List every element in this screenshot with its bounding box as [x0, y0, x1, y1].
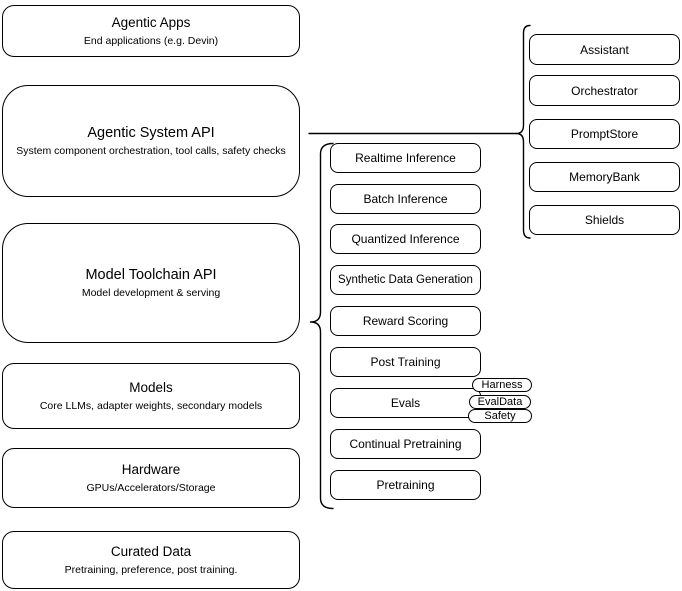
node-label: MemoryBank — [569, 170, 640, 184]
node-subtitle: Core LLMs, adapter weights, secondary mo… — [39, 399, 263, 412]
node-subtitle: GPUs/Accelerators/Storage — [86, 481, 216, 494]
node-assistant[interactable]: Assistant — [529, 34, 680, 65]
tag-label: Harness — [481, 379, 523, 391]
node-label: Evals — [390, 396, 421, 410]
brace-system-components-group — [515, 24, 531, 239]
node-post-training[interactable]: Post Training — [330, 347, 481, 377]
node-curated-data[interactable]: Curated Data Pretraining, preference, po… — [2, 531, 300, 589]
node-agentic-system-api[interactable]: Agentic System API System component orch… — [2, 85, 300, 197]
node-promptstore[interactable]: PromptStore — [529, 119, 680, 149]
node-label: Synthetic Data Generation — [338, 274, 473, 286]
node-label: Batch Inference — [363, 192, 448, 206]
node-continual-pretraining[interactable]: Continual Pretraining — [330, 429, 481, 459]
node-model-toolchain-api[interactable]: Model Toolchain API Model development & … — [2, 223, 300, 343]
node-subtitle: End applications (e.g. Devin) — [83, 34, 219, 47]
node-hardware[interactable]: Hardware GPUs/Accelerators/Storage — [2, 448, 300, 508]
tag-harness[interactable]: Harness — [472, 378, 532, 392]
node-subtitle: Model development & serving — [81, 287, 221, 300]
tag-safety[interactable]: Safety — [468, 409, 532, 423]
node-title: Hardware — [121, 462, 181, 478]
node-subtitle: Pretraining, preference, post training. — [64, 563, 238, 576]
node-title: Agentic Apps — [111, 15, 191, 31]
node-label: Quantized Inference — [351, 232, 460, 246]
node-models[interactable]: Models Core LLMs, adapter weights, secon… — [2, 363, 300, 429]
node-pretraining[interactable]: Pretraining — [330, 470, 481, 500]
node-synthetic-data-generation[interactable]: Synthetic Data Generation — [330, 265, 481, 295]
node-quantized-inference[interactable]: Quantized Inference — [330, 224, 481, 254]
node-orchestrator[interactable]: Orchestrator — [529, 75, 680, 106]
node-label: Assistant — [580, 42, 629, 57]
node-evals[interactable]: Evals — [330, 388, 481, 418]
node-reward-scoring[interactable]: Reward Scoring — [330, 306, 481, 336]
node-label: Realtime Inference — [355, 151, 456, 165]
node-label: Post Training — [370, 355, 441, 369]
node-memorybank[interactable]: MemoryBank — [529, 162, 680, 192]
node-label: Reward Scoring — [362, 314, 449, 328]
node-agentic-apps[interactable]: Agentic Apps End applications (e.g. Devi… — [2, 5, 300, 57]
node-title: Model Toolchain API — [85, 266, 217, 283]
node-label: Shields — [584, 213, 625, 227]
node-label: Pretraining — [376, 478, 435, 492]
tag-label: Safety — [484, 410, 516, 422]
node-title: Agentic System API — [87, 124, 215, 141]
node-batch-inference[interactable]: Batch Inference — [330, 184, 481, 214]
tag-label: EvalData — [477, 396, 523, 408]
node-shields[interactable]: Shields — [529, 205, 680, 235]
node-title: Curated Data — [110, 544, 192, 560]
tag-evaldata[interactable]: EvalData — [469, 395, 531, 409]
node-label: Orchestrator — [571, 83, 638, 98]
node-label: PromptStore — [570, 127, 639, 141]
node-realtime-inference[interactable]: Realtime Inference — [330, 143, 481, 173]
node-title: Models — [129, 380, 173, 396]
node-label: Continual Pretraining — [349, 437, 462, 451]
node-subtitle: System component orchestration, tool cal… — [16, 145, 286, 158]
